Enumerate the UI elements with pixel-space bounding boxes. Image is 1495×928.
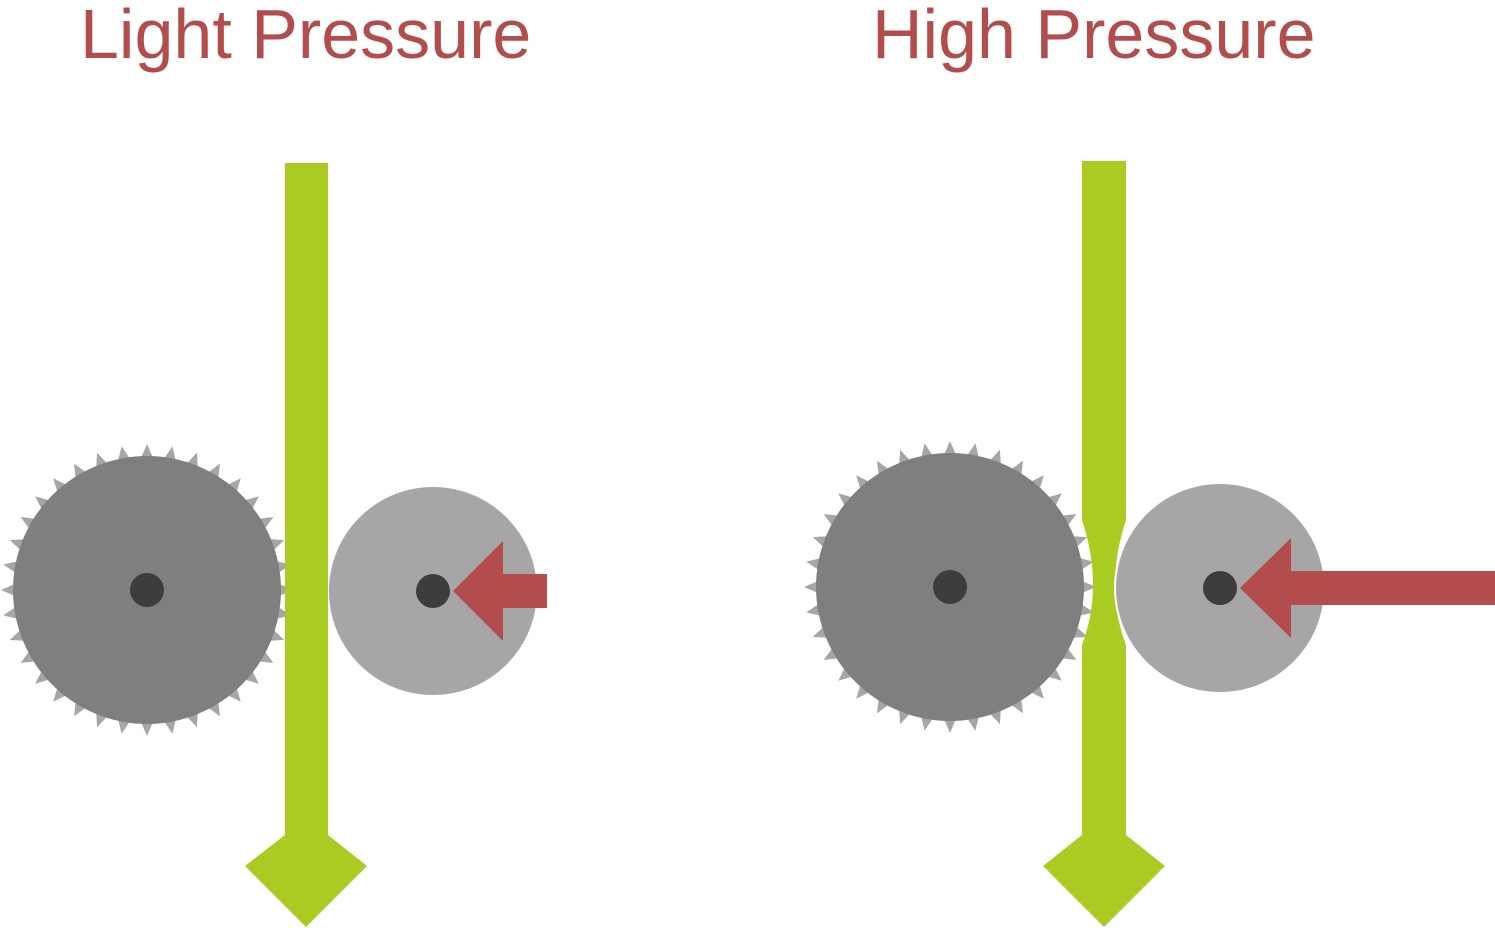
arrow-left-icon [1240,538,1495,638]
filament-light [245,163,367,927]
idler-bearing-light [329,487,537,695]
gear-axle-high [933,570,967,604]
high-pressure-panel [804,161,1495,927]
light-pressure-panel [1,163,547,927]
drive-gear-high [804,441,1096,733]
filament-high [1043,161,1165,927]
idler-axle-high [1203,571,1237,605]
light-pressure-title: Light Pressure [80,0,532,73]
drive-gear-light [1,444,293,736]
arrow-left-icon [453,541,547,641]
high-pressure-title: High Pressure [872,0,1316,73]
idler-bearing-high [1114,482,1326,694]
gear-axle-light [130,573,164,607]
idler-axle-light [416,574,450,608]
